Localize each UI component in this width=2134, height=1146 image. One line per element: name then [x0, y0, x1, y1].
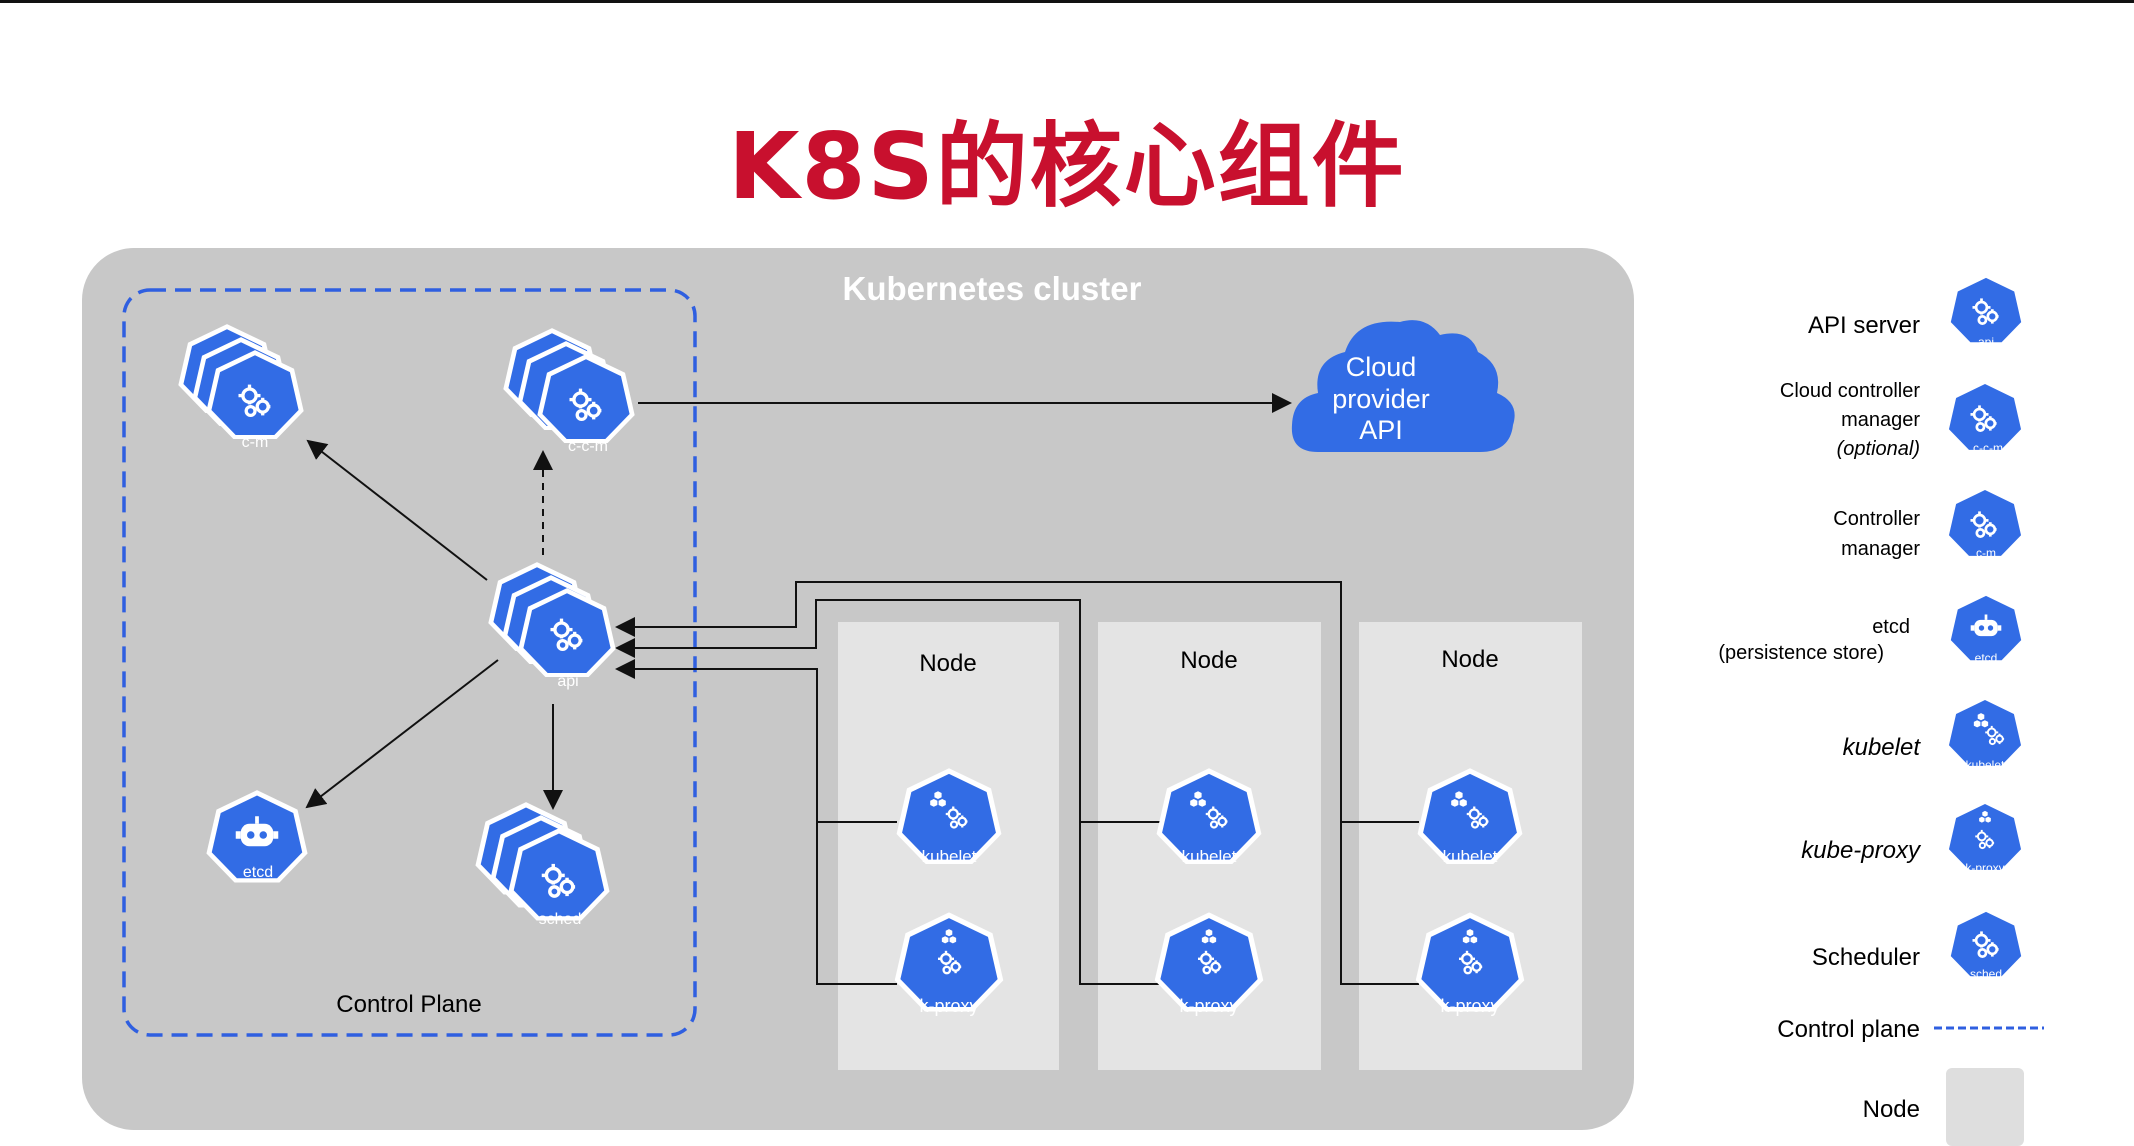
legend-etcd-icon-text: etcd — [1975, 651, 1998, 665]
legend-kubelet-icon-text: kubelet — [1966, 758, 2005, 772]
legend-ccm-line1: Cloud controller — [1780, 380, 1920, 402]
legend-kubeproxy-label: kube-proxy — [1801, 837, 1922, 864]
node3-kubelet-label: kubelet — [1443, 847, 1498, 866]
legend-proxy-icon-text: k-proxy — [1965, 861, 2004, 875]
node-label-3: Node — [1441, 646, 1498, 673]
legend-ccm-line2: manager — [1841, 409, 1920, 431]
controller-manager-icon: c-m — [178, 324, 304, 451]
legend-etcd-line2: (persistence store) — [1718, 642, 1884, 664]
node-label-2: Node — [1180, 647, 1237, 674]
api-icon-label: api — [557, 673, 578, 690]
ccm-icon-label: c-c-m — [568, 438, 608, 455]
sched-icon-label: sched — [539, 911, 582, 928]
legend-cm-line1: Controller — [1833, 508, 1920, 530]
legend-ccm-icon-text: c-c-m — [1973, 441, 2003, 455]
api-server-icon: api — [488, 562, 616, 690]
node3-proxy-label: k-proxy — [1440, 996, 1499, 1016]
control-plane-label: Control Plane — [336, 991, 481, 1018]
cluster-label: Kubernetes cluster — [843, 270, 1142, 307]
node2-kubelet-label: kubelet — [1182, 847, 1237, 866]
legend-node-label: Node — [1863, 1096, 1920, 1123]
node1-kubelet-icon: kubelet — [896, 768, 1002, 866]
legend-cm-line2: manager — [1841, 538, 1920, 560]
cloud-label-line3: API — [1359, 415, 1403, 445]
legend-etcd-line1: etcd — [1872, 616, 1910, 638]
cm-icon-label: c-m — [242, 434, 269, 451]
control-plane-boundary — [122, 288, 697, 1037]
scheduler-icon: sched — [475, 802, 610, 928]
legend-ccm-line3: (optional) — [1837, 438, 1920, 460]
node1-kubelet-label: kubelet — [922, 847, 977, 866]
etcd-icon: etcd — [206, 790, 308, 883]
page-title: K8S的核心组件 — [728, 113, 1406, 220]
top-border-line — [0, 0, 2134, 3]
node1-kube-proxy-icon: k-proxy — [894, 912, 1004, 1016]
cloud-provider-api: Cloud provider API — [1291, 320, 1515, 452]
legend-api-icon-text: api — [1978, 335, 1994, 349]
cloud-label-line1: Cloud — [1346, 352, 1417, 382]
legend-scheduler-label: Scheduler — [1812, 944, 1920, 971]
connectors — [305, 393, 1419, 985]
node3-kubelet-icon: kubelet — [1417, 768, 1523, 866]
node-label-1: Node — [919, 650, 976, 677]
node2-proxy-label: k-proxy — [1179, 996, 1238, 1016]
node1-proxy-label: k-proxy — [919, 996, 978, 1016]
legend-node-swatch — [1946, 1068, 2024, 1146]
legend-api-label: API server — [1808, 312, 1920, 339]
legend-kubelet-label: kubelet — [1843, 734, 1922, 761]
node2-kubelet-icon: kubelet — [1156, 768, 1262, 866]
node2-kube-proxy-icon: k-proxy — [1154, 912, 1264, 1016]
legend-cm-icon-text: c-m — [1976, 546, 1996, 560]
legend-sched-icon-text: sched — [1970, 967, 2002, 981]
cloud-label-line2: provider — [1332, 384, 1430, 414]
node3-kube-proxy-icon: k-proxy — [1415, 912, 1525, 1016]
cloud-controller-manager-icon: c-c-m — [503, 328, 635, 455]
etcd-icon-label: etcd — [243, 864, 273, 881]
legend-control-plane-label: Control plane — [1777, 1016, 1920, 1043]
legend: API server api Cloud controller manager … — [1718, 273, 2044, 1146]
